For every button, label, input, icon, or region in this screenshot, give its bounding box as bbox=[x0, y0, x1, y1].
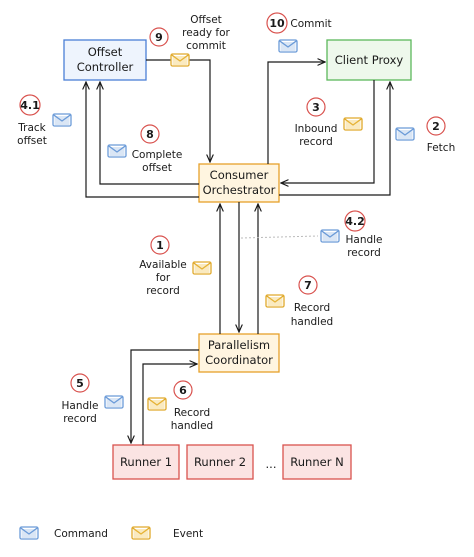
legend-command-icon bbox=[19, 526, 39, 540]
step-number: 8 bbox=[146, 128, 154, 141]
arrow-record-handled-runner bbox=[142, 364, 197, 445]
step-label-line: offset bbox=[17, 135, 47, 147]
step-label-line: Fetch bbox=[427, 142, 455, 154]
step-label-line: Track bbox=[17, 122, 46, 134]
step-badge bbox=[173, 380, 193, 400]
step-badge bbox=[426, 116, 446, 136]
step-number: 9 bbox=[155, 31, 163, 44]
step-badge bbox=[306, 97, 326, 117]
runner-2-label: Runner 2 bbox=[194, 455, 246, 469]
step-number: 10 bbox=[269, 17, 285, 30]
runner-2-node: Runner 2 bbox=[186, 444, 254, 480]
step-number: 3 bbox=[312, 101, 320, 114]
command-envelope-icon bbox=[278, 39, 298, 53]
step-label-line: Inbound bbox=[295, 123, 338, 135]
step-7: 7 Record handled bbox=[265, 275, 333, 328]
event-envelope-icon bbox=[192, 261, 212, 275]
step-badge bbox=[298, 275, 318, 295]
step-label-line: record bbox=[299, 136, 333, 148]
legend-event-label: Event bbox=[173, 528, 203, 540]
step-1: 1 Available for record bbox=[139, 235, 212, 297]
step-label-line: Available bbox=[139, 259, 187, 271]
command-envelope-icon bbox=[395, 127, 415, 141]
step-label-line: Commit bbox=[290, 18, 331, 30]
runner-ellipsis: ... bbox=[266, 457, 277, 471]
consumer-orchestrator-node: Consumer Orchestrator bbox=[198, 163, 280, 203]
event-envelope-icon bbox=[147, 397, 167, 411]
event-envelope-icon bbox=[265, 294, 285, 308]
step-label-line: handled bbox=[291, 316, 333, 328]
offset-controller-node: Offset Controller bbox=[63, 39, 147, 81]
offset-controller-label-line2: Controller bbox=[77, 60, 134, 74]
step-5: 5 Handle record bbox=[61, 373, 124, 425]
step-label-line: handled bbox=[171, 420, 213, 432]
arrow-offset-ready bbox=[146, 59, 210, 162]
arrow-handle-record-runner bbox=[131, 349, 199, 443]
step-label-line: commit bbox=[186, 40, 226, 52]
step-2: 2 Fetch bbox=[395, 116, 455, 154]
step-badge bbox=[149, 27, 169, 47]
step-number: 7 bbox=[304, 279, 312, 292]
runner-1-node: Runner 1 bbox=[112, 444, 180, 480]
runner-n-node: Runner N bbox=[282, 444, 352, 480]
command-envelope-icon bbox=[107, 144, 127, 158]
parallelism-coordinator-node: Parallelism Coordinator bbox=[198, 333, 280, 373]
step-label-line: Handle bbox=[345, 234, 382, 246]
step-label-line: Record bbox=[294, 302, 330, 314]
step-badge bbox=[150, 235, 170, 255]
step-badge bbox=[19, 94, 41, 116]
offset-controller-label-line1: Offset bbox=[88, 45, 123, 59]
step-number: 1 bbox=[156, 239, 164, 252]
dotted-connector-4-2 bbox=[240, 235, 319, 239]
consumer-orchestrator-label-line1: Consumer bbox=[210, 168, 269, 182]
step-number: 4.2 bbox=[345, 215, 365, 228]
legend-command-label: Command bbox=[54, 528, 108, 540]
command-envelope-icon bbox=[320, 229, 340, 243]
step-number: 2 bbox=[432, 120, 440, 133]
step-badge bbox=[266, 12, 288, 34]
legend: Command Event bbox=[19, 526, 203, 540]
step-badge bbox=[70, 373, 90, 393]
step-number: 5 bbox=[76, 377, 84, 390]
step-label-line: record bbox=[63, 413, 97, 425]
step-label-line: offset bbox=[142, 162, 172, 174]
client-proxy-node: Client Proxy bbox=[326, 39, 412, 81]
arrow-commit bbox=[267, 62, 325, 164]
step-label-line: Offset bbox=[190, 14, 222, 26]
arrow-fetch bbox=[279, 82, 390, 196]
step-4-1: 4.1 Track offset bbox=[17, 94, 72, 147]
command-envelope-icon bbox=[52, 113, 72, 127]
legend-event-icon bbox=[131, 526, 151, 540]
step-number: 6 bbox=[179, 384, 187, 397]
step-3: 3 Inbound record bbox=[295, 97, 363, 148]
step-badge bbox=[344, 210, 366, 232]
consumer-orchestrator-label-line2: Orchestrator bbox=[203, 183, 276, 197]
step-label-line: Record bbox=[174, 407, 210, 419]
step-9: 9 Offset ready for commit bbox=[149, 14, 230, 67]
client-proxy-label: Client Proxy bbox=[335, 53, 404, 67]
runner-n-label: Runner N bbox=[290, 455, 343, 469]
parallelism-coordinator-label-line2: Coordinator bbox=[205, 353, 273, 367]
step-label-line: for bbox=[156, 272, 171, 284]
arrow-inbound-record bbox=[281, 80, 375, 183]
step-8: 8 Complete offset bbox=[107, 124, 183, 174]
arrow-complete-offset bbox=[100, 82, 199, 185]
step-number: 4.1 bbox=[20, 99, 40, 112]
step-badge bbox=[140, 124, 160, 144]
step-label-line: Complete bbox=[132, 149, 183, 161]
step-6: 6 Record handled bbox=[147, 380, 213, 432]
runner-1-label: Runner 1 bbox=[120, 455, 172, 469]
command-envelope-icon bbox=[104, 395, 124, 409]
step-10: 10 Commit bbox=[266, 12, 332, 53]
step-4-2: 4.2 Handle record bbox=[320, 210, 383, 259]
step-label-line: record bbox=[347, 247, 381, 259]
step-label-line: Handle bbox=[61, 400, 98, 412]
arrow-track-offset bbox=[86, 82, 199, 198]
step-label-line: record bbox=[146, 285, 180, 297]
event-envelope-icon bbox=[170, 53, 190, 67]
step-label-line: ready for bbox=[182, 27, 230, 39]
parallelism-coordinator-label-line1: Parallelism bbox=[208, 338, 270, 352]
event-envelope-icon bbox=[343, 117, 363, 131]
